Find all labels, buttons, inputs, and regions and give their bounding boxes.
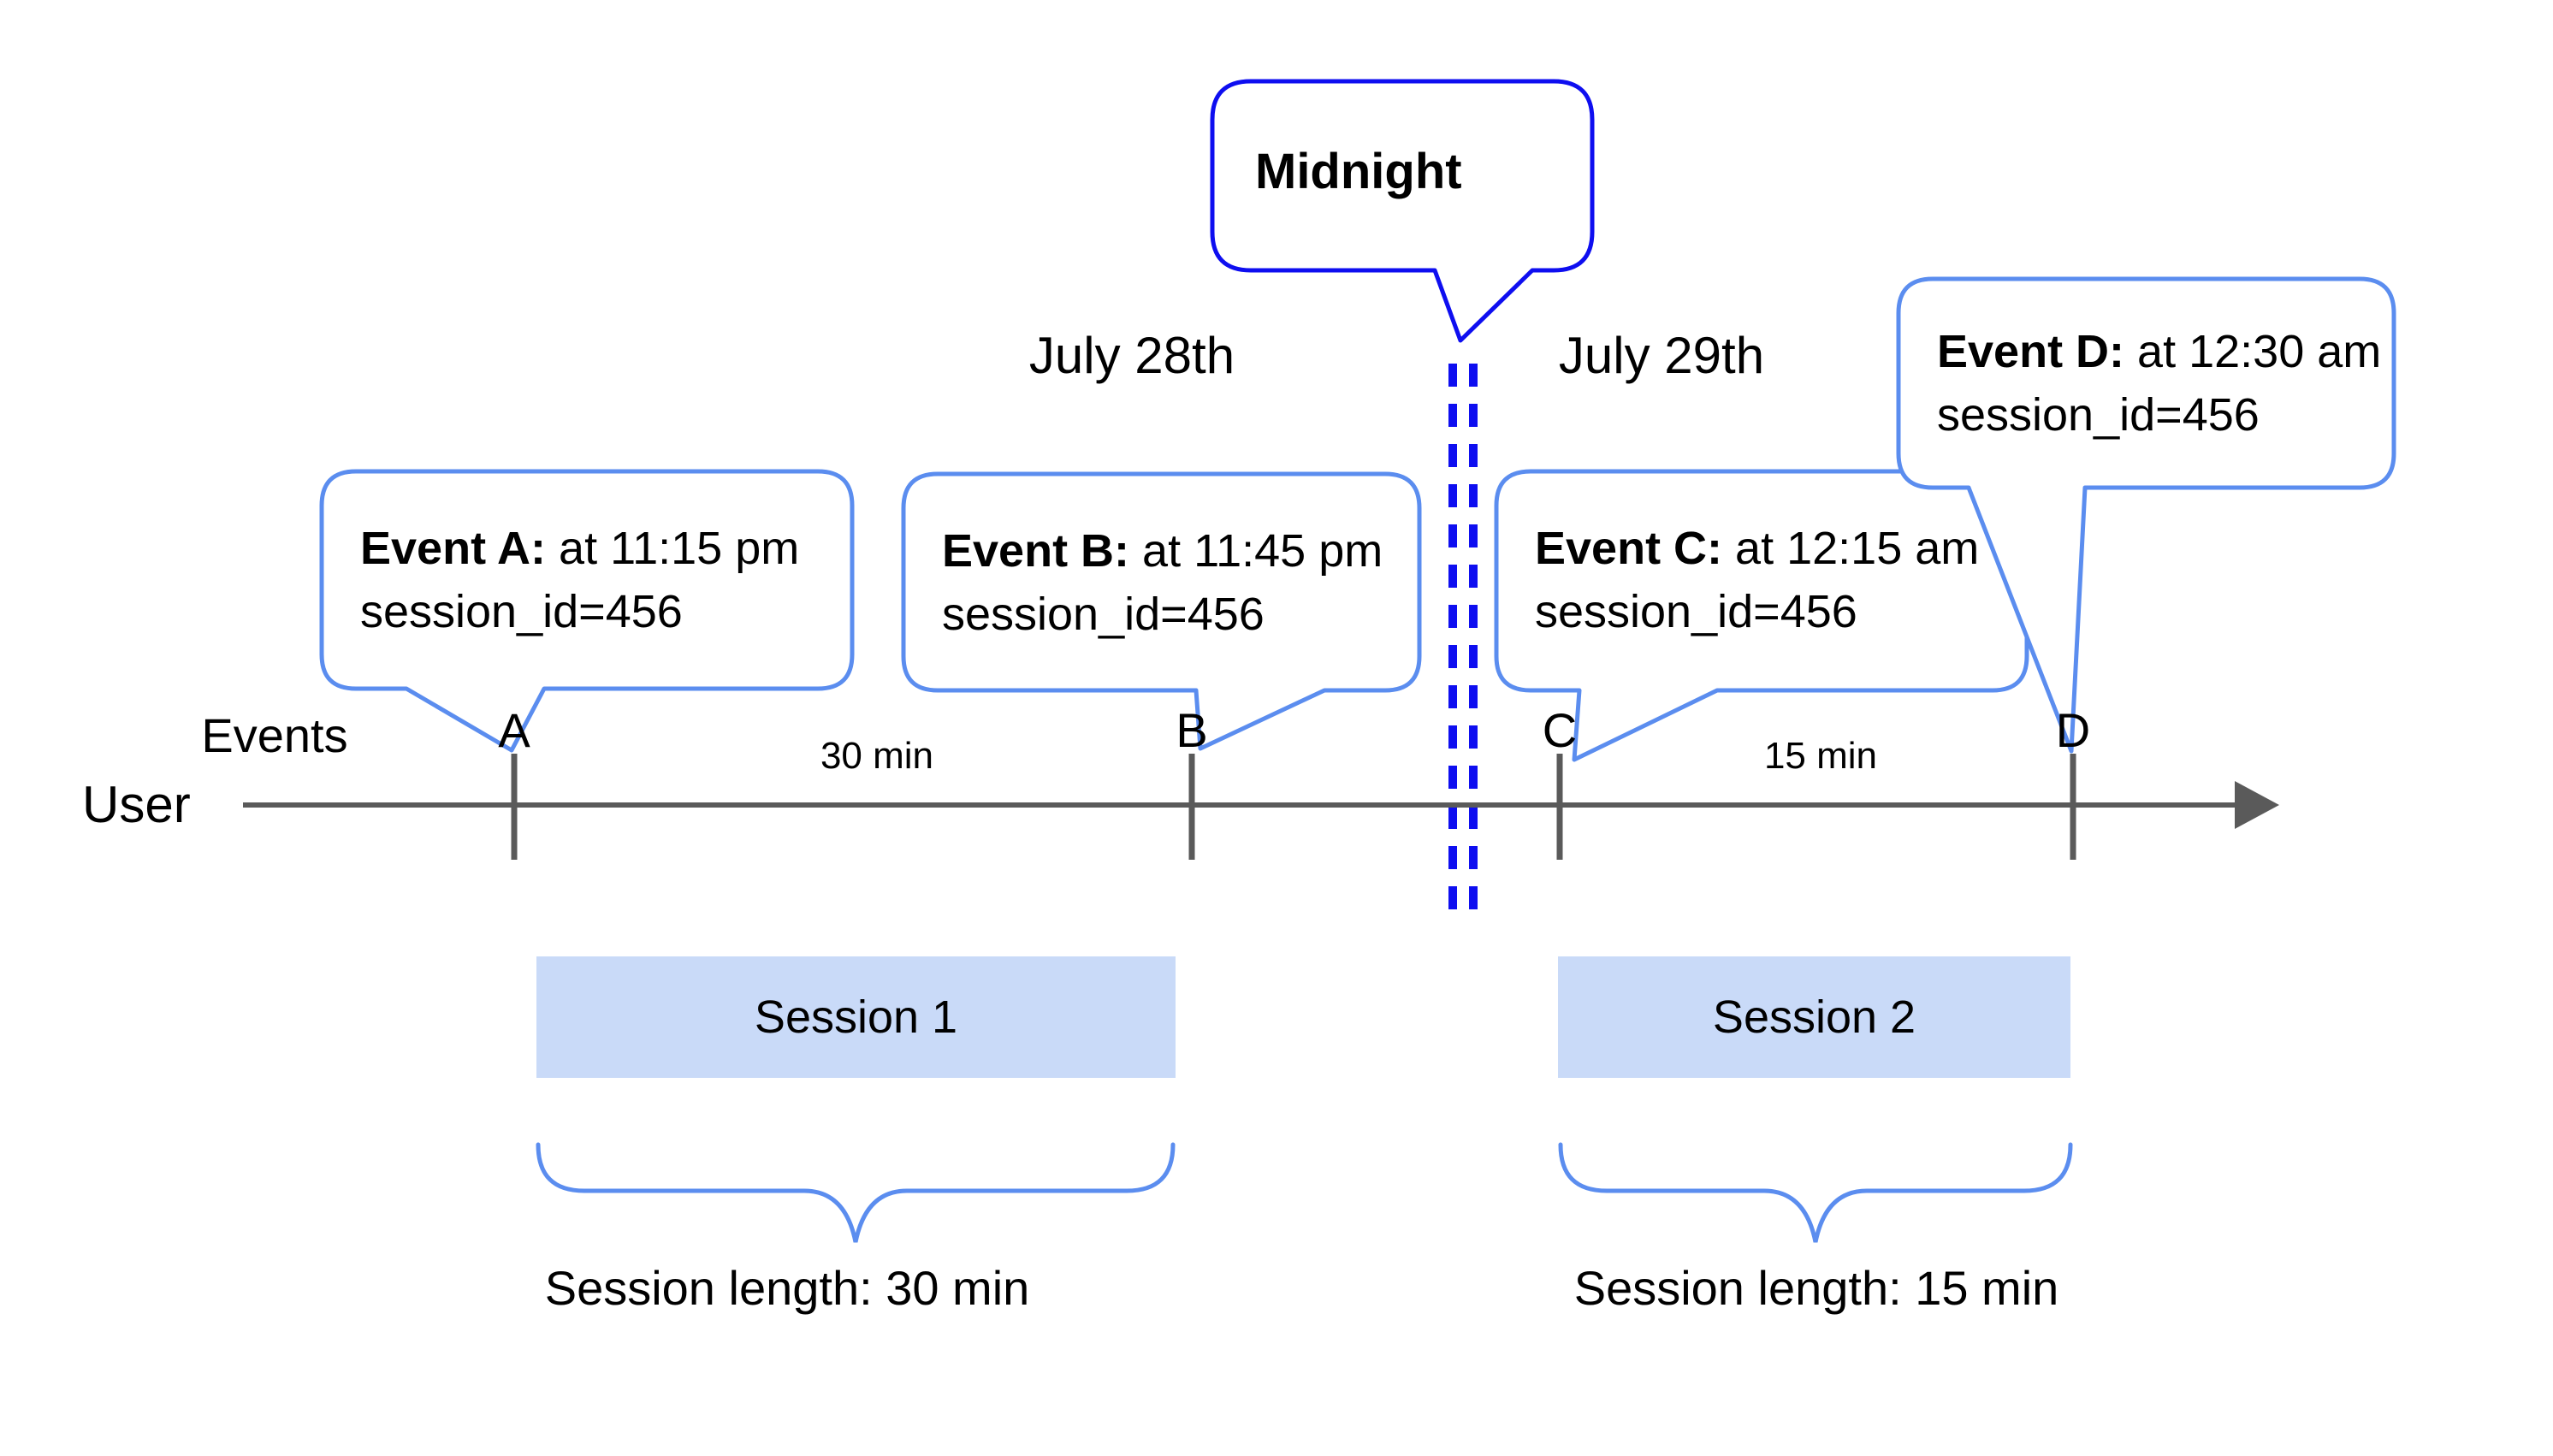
event-c-session-id: session_id=456 (1535, 586, 1857, 637)
event-letter-a: A (498, 703, 530, 757)
event-c-name: Event C: (1535, 523, 1723, 574)
event-b-session-id: session_id=456 (942, 589, 1265, 640)
event-c-time: at 12:15 am (1722, 523, 1980, 574)
event-a-line-1: Event A: at 11:15 pm (360, 517, 799, 580)
session-1-brace (536, 1142, 1176, 1243)
timeline-arrowhead-icon (2235, 781, 2279, 829)
date-label-july-28: July 28th (1028, 327, 1235, 384)
session-1-length-label: Session length: 30 min (544, 1261, 1030, 1315)
event-letter-c: C (1542, 703, 1578, 757)
event-d-time: at 12:30 am (2124, 326, 2382, 377)
events-row-label: Events (201, 708, 348, 762)
event-d-bubble (1896, 276, 2396, 754)
event-letter-d: D (2055, 703, 2091, 757)
event-a-name: Event A: (360, 523, 547, 574)
event-d-session-id: session_id=456 (1937, 389, 2260, 441)
session-2-label: Session 2 (1712, 991, 1916, 1043)
event-letter-b: B (1176, 703, 1208, 757)
event-d-name: Event D: (1937, 326, 2125, 377)
gap-label-15-min: 15 min (1763, 735, 1878, 777)
event-b-callout-text: Event B: at 11:45 pm session_id=456 (942, 519, 1383, 646)
session-2-box: Session 2 (1558, 956, 2070, 1078)
gap-label-30-min: 30 min (820, 735, 934, 777)
session-1-label: Session 1 (754, 991, 958, 1043)
event-d-line-1: Event D: at 12:30 am (1937, 320, 2381, 383)
session-2-brace (1558, 1142, 2073, 1243)
event-c-line-1: Event C: at 12:15 am (1535, 517, 1979, 580)
event-a-bubble (319, 469, 855, 753)
event-d-callout-text: Event D: at 12:30 am session_id=456 (1937, 320, 2381, 447)
user-axis-label: User (82, 776, 191, 833)
event-a-session-id: session_id=456 (360, 586, 683, 637)
event-a-time: at 11:15 pm (546, 523, 800, 574)
midnight-bubble (1210, 79, 1595, 343)
event-b-name: Event B: (942, 525, 1130, 577)
session-2-length-label: Session length: 15 min (1573, 1261, 2059, 1315)
event-b-time: at 11:45 pm (1129, 525, 1383, 577)
date-label-july-29: July 29th (1558, 327, 1765, 384)
event-c-callout-text: Event C: at 12:15 am session_id=456 (1535, 517, 1979, 643)
midnight-label: Midnight (1255, 144, 1462, 199)
event-b-line-1: Event B: at 11:45 pm (942, 519, 1383, 583)
session-1-box: Session 1 (536, 956, 1176, 1078)
event-a-callout-text: Event A: at 11:15 pm session_id=456 (360, 517, 799, 643)
event-b-bubble (901, 471, 1422, 751)
